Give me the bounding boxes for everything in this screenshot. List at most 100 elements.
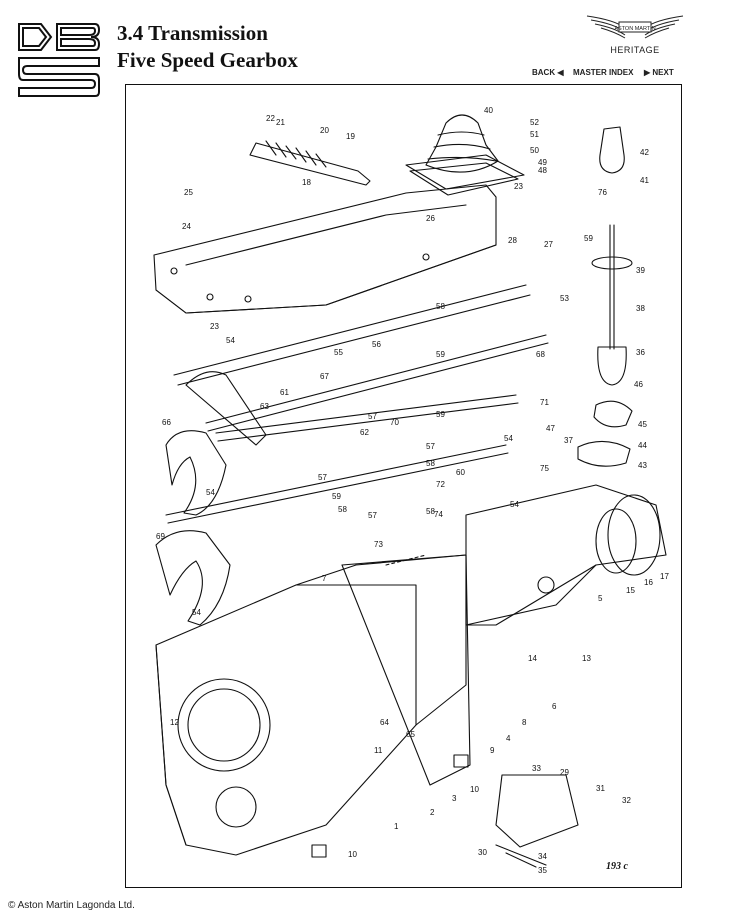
callout-14: 14 [528,654,537,663]
heritage-label: HERITAGE [610,45,660,55]
callout-58: 58 [436,302,445,311]
callout-71: 71 [540,398,549,407]
callout-59: 59 [436,410,445,419]
callout-42: 42 [640,148,649,157]
callout-34: 34 [538,852,547,861]
callout-23: 23 [514,182,523,191]
callout-69: 69 [156,532,165,541]
callout-55: 55 [334,348,343,357]
callout-54: 54 [504,434,513,443]
aston-martin-wings-logo: ASTON MARTIN [586,15,684,39]
callout-2: 2 [430,808,435,817]
callout-52: 52 [530,118,539,127]
callout-32: 32 [622,796,631,805]
callout-20: 20 [320,126,329,135]
callout-60: 60 [456,468,465,477]
page-title: 3.4 Transmission Five Speed Gearbox [117,20,298,74]
callout-74: 74 [434,510,443,519]
callout-19: 19 [346,132,355,141]
callout-38: 38 [636,304,645,313]
callout-67: 67 [320,372,329,381]
rear-extension [465,484,667,626]
callout-13: 13 [582,654,591,663]
callout-31: 31 [596,784,605,793]
callout-12: 12 [170,718,179,727]
next-link[interactable]: ▶ NEXT [644,68,674,77]
dbs-logo [18,23,101,97]
callout-56: 56 [372,340,381,349]
callout-26: 26 [426,214,435,223]
gear-knob [599,126,625,174]
callout-41: 41 [640,176,649,185]
callout-35: 35 [538,866,547,875]
callout-25: 25 [184,188,193,197]
next-label: NEXT [652,68,674,77]
callout-28: 28 [508,236,517,245]
callout-40: 40 [484,106,493,115]
callout-22: 22 [266,114,275,123]
brand-logo-text: ASTON MARTIN [614,26,655,32]
callout-53: 53 [560,294,569,303]
callout-59: 59 [436,350,445,359]
back-link[interactable]: BACK ◀ [532,68,564,77]
gearbox-exploded-diagram: 1234567891010111213141516171819202122232… [153,106,669,875]
selector-rod-70 [215,394,519,442]
callout-65: 65 [406,730,415,739]
callout-46: 46 [634,380,643,389]
master-index-label: MASTER INDEX [573,68,634,77]
callout-76: 76 [598,188,607,197]
callout-57: 57 [318,473,327,482]
back-arrow-icon: ◀ [557,68,564,77]
callout-18: 18 [302,178,311,187]
callout-21: 21 [276,118,285,127]
top-cover [153,184,497,314]
callout-30: 30 [478,848,487,857]
callout-66: 66 [162,418,171,427]
title-line-1: 3.4 Transmission [117,21,268,45]
diagram-reference: 193 c [606,861,629,872]
callout-6: 6 [552,702,557,711]
callout-57: 57 [426,442,435,451]
callout-63: 63 [260,402,269,411]
callout-48: 48 [538,166,547,175]
callout-43: 43 [638,461,647,470]
callout-49: 49 [538,158,547,167]
callout-45: 45 [638,420,647,429]
callout-23: 23 [210,322,219,331]
callout-61: 61 [280,388,289,397]
callout-51: 51 [530,130,539,139]
output-flange [495,774,579,848]
callout-9: 9 [490,746,495,755]
callout-54: 54 [510,500,519,509]
callout-5: 5 [598,594,603,603]
callout-36: 36 [636,348,645,357]
callout-47: 47 [546,424,555,433]
callout-17: 17 [660,572,669,581]
callout-68: 68 [536,350,545,359]
callout-1: 1 [394,822,399,831]
selector-rod-56 [165,444,509,524]
callout-11: 11 [374,746,383,755]
master-index-link[interactable]: MASTER INDEX [573,68,633,77]
selector-fork-69 [155,530,231,626]
callout-37: 37 [564,436,573,445]
callout-57: 57 [368,511,377,520]
callout-39: 39 [636,266,645,275]
back-label: BACK [532,68,556,77]
callout-7: 7 [322,574,327,583]
callout-59: 59 [584,234,593,243]
callout-58: 58 [426,507,435,516]
callout-16: 16 [644,578,653,587]
gearbox-casing [155,584,417,856]
callout-70: 70 [390,418,399,427]
callout-27: 27 [544,240,553,249]
callout-75: 75 [540,464,549,473]
callout-59: 59 [332,492,341,501]
callout-54: 54 [206,488,215,497]
callout-10: 10 [470,785,479,794]
callout-29: 29 [560,768,569,777]
selector-rod-67 [205,334,549,432]
callout-33: 33 [532,764,541,773]
callout-15: 15 [626,586,635,595]
